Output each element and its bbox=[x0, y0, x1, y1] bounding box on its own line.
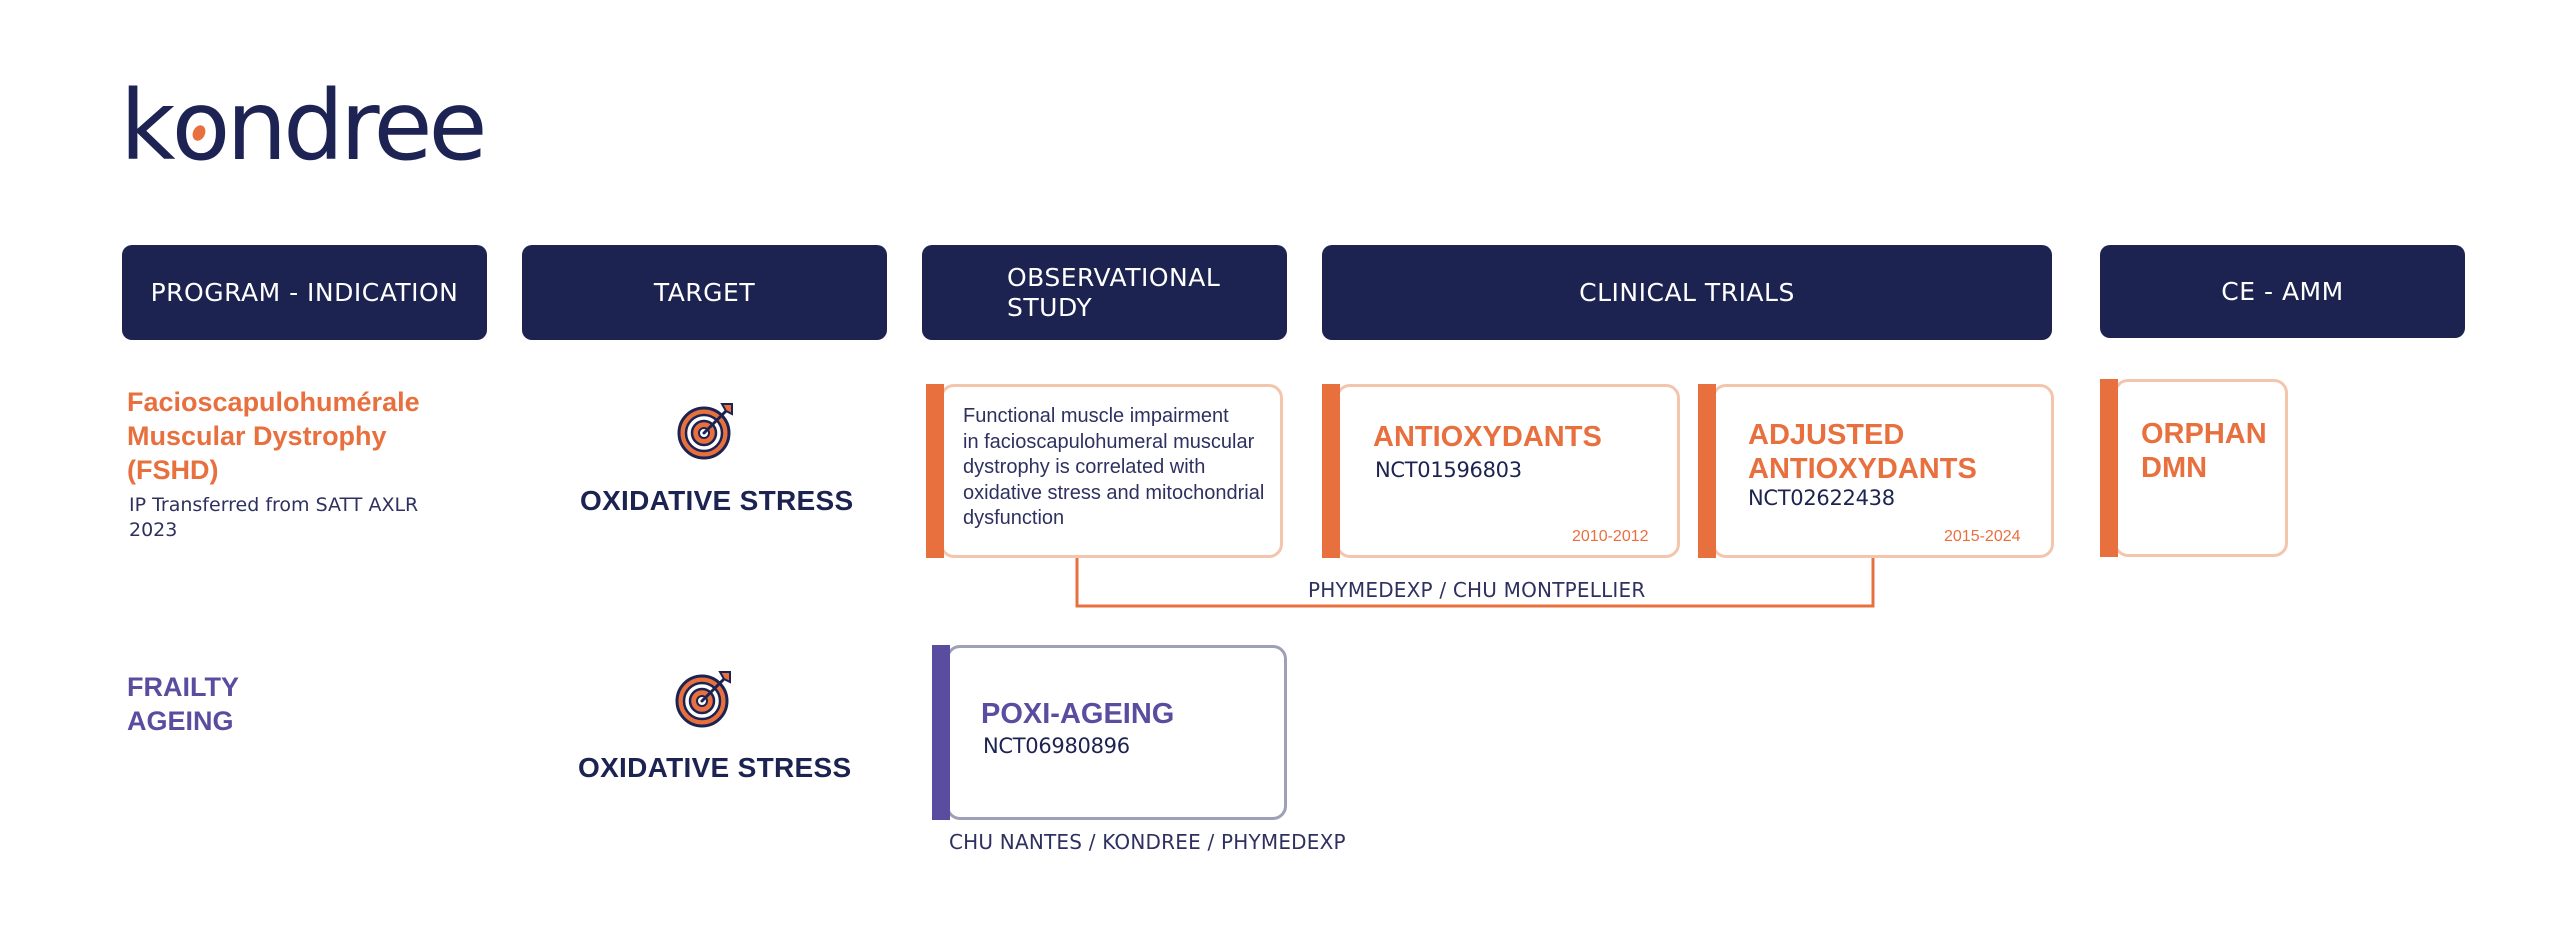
fshd-target-label: OXIDATIVE STRESS bbox=[580, 485, 854, 516]
fshd-ce-title: ORPHAN DMN bbox=[2141, 417, 2267, 485]
header-ce-amm: CE - AMM bbox=[2100, 245, 2465, 338]
fshd-observational-line1: Functional muscle impairment bbox=[963, 405, 1229, 427]
header-target: TARGET bbox=[522, 245, 887, 340]
fshd-trial2-title: ADJUSTED ANTIOXYDANTS bbox=[1748, 418, 1977, 486]
fshd-trial2-title-line1: ADJUSTED bbox=[1748, 419, 1905, 451]
header-observational-line1: OBSERVATIONAL bbox=[1007, 262, 1221, 292]
header-target-label: TARGET bbox=[653, 278, 756, 307]
fshd-trial2-card bbox=[1712, 384, 2054, 558]
fshd-trial1-card bbox=[1336, 384, 1680, 558]
fshd-trial1-nct: NCT01596803 bbox=[1375, 458, 1522, 482]
kondree-logo: kondree bbox=[120, 78, 488, 174]
logo-o: o bbox=[172, 78, 231, 174]
header-observational-label: OBSERVATIONAL STUDY bbox=[1007, 263, 1220, 323]
fshd-program: Facioscapulohumérale Muscular Dystrophy … bbox=[127, 385, 420, 543]
frailty-trial-nct: NCT06980896 bbox=[983, 734, 1130, 758]
frailty-partners-label: CHU NANTES / KONDREE / PHYMEDEXP bbox=[949, 830, 1346, 854]
fshd-ip-line1: IP Transferred from SATT AXLR bbox=[129, 494, 419, 516]
fshd-observational-line5: dysfunction bbox=[963, 507, 1065, 529]
header-ce-label: CE - AMM bbox=[2221, 277, 2344, 306]
header-observational-line2: STUDY bbox=[1007, 292, 1093, 322]
frailty-title-line2: AGEING bbox=[127, 706, 234, 736]
fshd-observational-text: Functional muscle impairment in faciosca… bbox=[963, 404, 1264, 532]
frailty-target-label: OXIDATIVE STRESS bbox=[578, 752, 852, 783]
logo-text-k: k bbox=[120, 70, 176, 182]
fshd-title-line3: (FSHD) bbox=[127, 455, 219, 485]
logo-text-ndree: ndree bbox=[226, 70, 487, 182]
fshd-observational-card bbox=[940, 384, 1283, 558]
header-clinical-trials: CLINICAL TRIALS bbox=[1322, 245, 2052, 340]
fshd-observational-accent bbox=[926, 384, 944, 558]
fshd-trial2-title-line2: ANTIOXYDANTS bbox=[1748, 453, 1977, 485]
frailty-trial-accent bbox=[932, 645, 950, 820]
fshd-trial1-accent bbox=[1322, 384, 1340, 558]
fshd-ip-line2: 2023 bbox=[129, 519, 178, 541]
fshd-trial2-accent bbox=[1698, 384, 1716, 558]
fshd-ce-card bbox=[2114, 379, 2288, 557]
fshd-trial2-nct: NCT02622438 bbox=[1748, 486, 1895, 510]
fshd-ce-line1: ORPHAN bbox=[2141, 418, 2267, 450]
frailty-program: FRAILTY AGEING bbox=[127, 670, 239, 738]
fshd-partners-label: PHYMEDEXP / CHU MONTPELLIER bbox=[1308, 578, 1646, 602]
header-program-indication: PROGRAM - INDICATION bbox=[122, 245, 487, 340]
target-icon bbox=[676, 400, 736, 460]
header-clinical-label: CLINICAL TRIALS bbox=[1579, 278, 1795, 307]
fshd-title-line1: Facioscapulohumérale bbox=[127, 387, 420, 417]
header-observational-study: OBSERVATIONAL STUDY bbox=[922, 245, 1287, 340]
fshd-trial2-dates: 2015-2024 bbox=[1944, 528, 2021, 545]
frailty-trial-title: POXI-AGEING bbox=[981, 698, 1175, 730]
frailty-trial-card bbox=[946, 645, 1287, 820]
target-icon bbox=[674, 668, 734, 728]
fshd-trial1-dates: 2010-2012 bbox=[1572, 528, 1649, 545]
fshd-observational-line3: dystrophy is correlated with bbox=[963, 456, 1206, 478]
fshd-ce-line2: DMN bbox=[2141, 452, 2208, 484]
fshd-ce-accent bbox=[2100, 379, 2118, 557]
header-program-label: PROGRAM - INDICATION bbox=[150, 278, 459, 307]
fshd-trial1-title: ANTIOXYDANTS bbox=[1373, 421, 1602, 453]
fshd-title-line2: Muscular Dystrophy bbox=[127, 421, 387, 451]
fshd-observational-line4: oxidative stress and mitochondrial bbox=[963, 481, 1265, 504]
frailty-title-line1: FRAILTY bbox=[127, 672, 239, 702]
fshd-partners-bracket bbox=[1075, 558, 1875, 608]
fshd-observational-line2: in facioscapulohumeral muscular bbox=[963, 430, 1255, 453]
